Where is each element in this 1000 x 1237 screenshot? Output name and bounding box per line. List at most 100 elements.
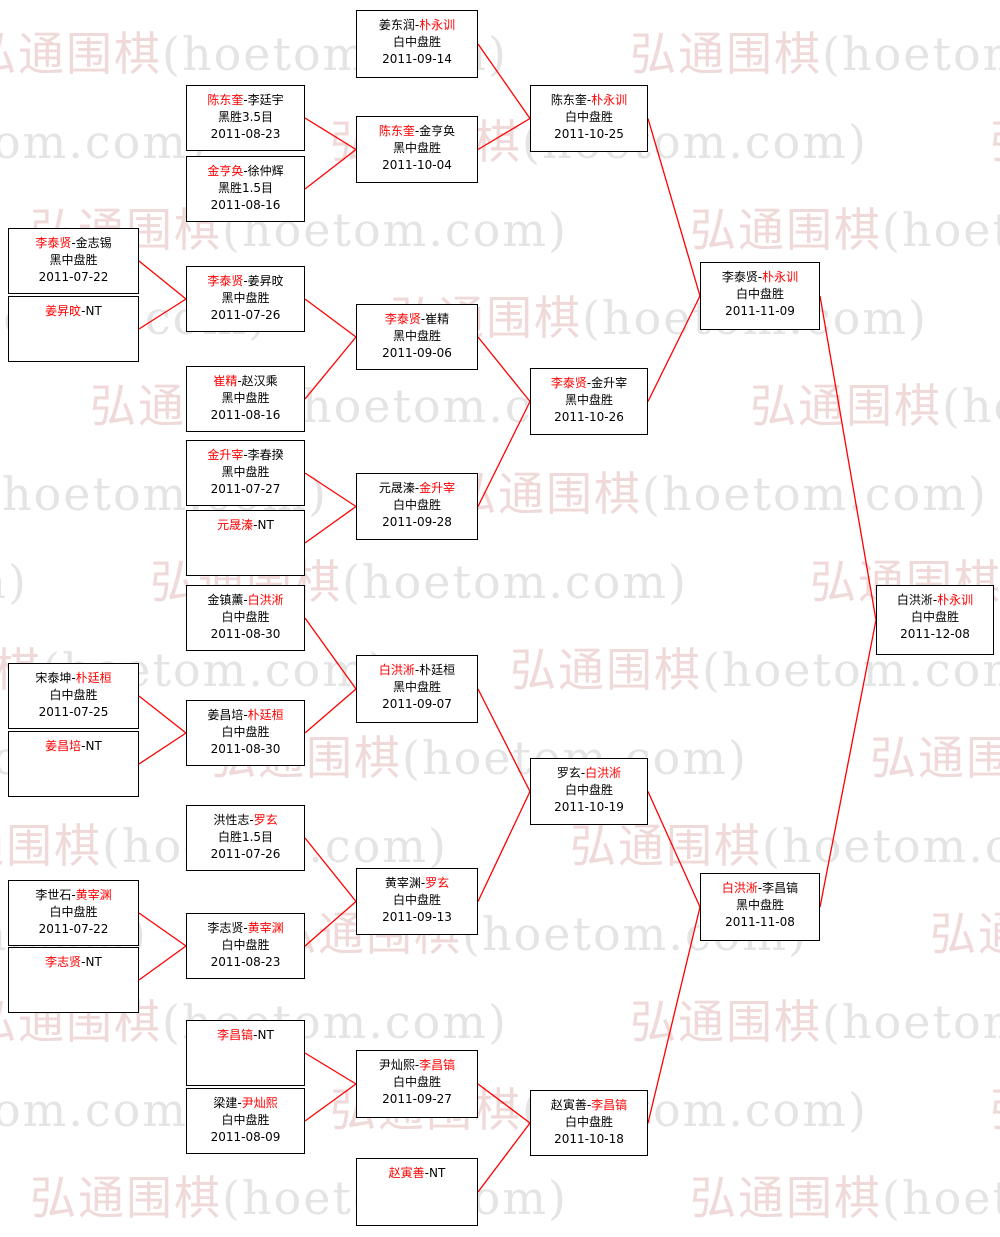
player-name: 罗玄	[556, 766, 581, 780]
watermark-text: 弘通围棋(hoetom.com)	[750, 370, 1000, 436]
player-separator: -	[414, 663, 420, 677]
bracket-connector-line	[477, 1083, 531, 1124]
match-date: 2011-07-26	[210, 308, 281, 322]
match-players: 白洪淅-朴廷桓	[357, 662, 477, 679]
match-players: 金升宰-李春揆	[187, 447, 304, 464]
player-separator: -	[243, 164, 248, 178]
match-date: 2011-12-08	[900, 627, 970, 641]
watermark-cjk: 弘通围棋	[690, 1171, 882, 1225]
watermark-cjk: 弘通围棋	[30, 1171, 222, 1225]
match-result: 黑中盘胜	[392, 329, 441, 343]
match-date: 2011-07-26	[210, 847, 281, 861]
player-name: 赵寅善	[550, 1098, 587, 1112]
match-players: 姜昇旼-NT	[9, 303, 138, 320]
player-separator: -	[71, 671, 76, 685]
player-name: 李志贤	[207, 921, 244, 935]
match-date: 2011-11-08	[725, 915, 795, 929]
match-box: 金亨奂-徐仲辉黑胜1.5目 2011-08-16	[186, 156, 305, 222]
match-players: 陈东奎-朴永训	[531, 92, 647, 109]
player-separator: -	[243, 448, 248, 462]
match-players: 李志贤-NT	[9, 954, 138, 971]
match-result: 白中盘胜	[221, 725, 270, 739]
player-name: 陈东奎	[378, 124, 415, 138]
match-result: 黑中盘胜	[221, 391, 270, 405]
match-date: 2011-08-23	[210, 955, 281, 969]
match-players: 崔精-赵汉乘	[187, 373, 304, 390]
match-date: 2011-07-22	[38, 922, 109, 936]
watermark-cjk: 弘通围棋	[930, 907, 1000, 961]
watermark-text: 弘通围棋(hoetom.com)	[0, 1074, 208, 1140]
watermark-cjk: 弘通围棋	[630, 995, 822, 1049]
match-box: 姜昇旼-NT	[8, 296, 139, 362]
match-players: 李志贤-黄宰渊	[187, 920, 304, 937]
player-name: 李昌镐	[217, 1028, 254, 1042]
player-name: 宋泰坤	[35, 671, 72, 685]
player-name: 朴永训	[419, 18, 456, 32]
player-separator: -	[414, 1058, 420, 1072]
player-name: 李廷宇	[247, 93, 284, 107]
player-separator: -	[420, 876, 426, 890]
watermark-cjk: 弘通围棋	[510, 643, 702, 697]
bracket-connector-line	[138, 695, 187, 734]
watermark-latin: (hoetom.com)	[342, 555, 688, 609]
watermark-cjk: 弘通围棋	[750, 379, 942, 433]
match-result: 黑胜1.5目	[217, 181, 274, 195]
bracket-connector-line	[477, 688, 531, 792]
watermark-latin: (hoetom.com)	[0, 1083, 208, 1137]
watermark-latin: (hoetom.com)	[0, 115, 208, 169]
player-separator: -	[424, 1166, 430, 1180]
player-name: 姜东润	[378, 18, 415, 32]
player-name: NT	[85, 739, 102, 753]
bracket-connector-line	[304, 688, 357, 734]
match-players: 黄宰渊-罗玄	[357, 875, 477, 892]
match-players: 李泰贤-金志锡	[9, 235, 138, 252]
match-date: 2011-07-25	[38, 705, 109, 719]
match-result: 黑中盘胜	[392, 141, 441, 155]
watermark-cjk: 弘通围棋	[0, 27, 162, 81]
match-players: 陈东奎-李廷宇	[187, 92, 304, 109]
watermark-latin: (hoetom.com)	[762, 819, 1000, 873]
player-name: 姜昇旼	[45, 304, 82, 318]
bracket-connector-line	[304, 617, 357, 690]
player-separator: -	[249, 813, 254, 827]
match-date: 2011-10-19	[554, 800, 624, 814]
player-separator: -	[237, 374, 242, 388]
match-result: 黑胜3.5目	[217, 110, 274, 124]
player-separator: -	[932, 593, 938, 607]
bracket-connector-line	[304, 336, 357, 400]
player-name: 李泰贤	[35, 236, 72, 250]
player-separator: -	[243, 593, 248, 607]
player-name: 尹灿熙	[241, 1096, 278, 1110]
bracket-connector-line	[304, 1083, 357, 1122]
player-separator: -	[586, 1098, 592, 1112]
bracket-connector-line	[304, 298, 357, 338]
match-players: 金亨奂-徐仲辉	[187, 163, 304, 180]
bracket-connector-line	[304, 837, 357, 902]
match-date: 2011-08-16	[210, 408, 281, 422]
match-date: 2011-08-16	[210, 198, 281, 212]
player-separator: -	[586, 376, 592, 390]
match-players: 梁建-尹灿熙	[187, 1095, 304, 1112]
player-name: 梁建	[213, 1096, 238, 1110]
bracket-connector-line	[304, 1052, 357, 1085]
bracket-connector-line	[138, 732, 187, 765]
player-name: 黄宰渊	[75, 888, 112, 902]
watermark-latin: (hoetom.com)	[0, 555, 28, 609]
player-name: 黄宰渊	[247, 921, 284, 935]
watermark-text: 弘通围棋(hoetom.com)	[870, 722, 1000, 788]
bracket-connector-line	[138, 298, 187, 330]
player-separator: -	[243, 274, 248, 288]
player-name: 姜昌培	[207, 708, 244, 722]
